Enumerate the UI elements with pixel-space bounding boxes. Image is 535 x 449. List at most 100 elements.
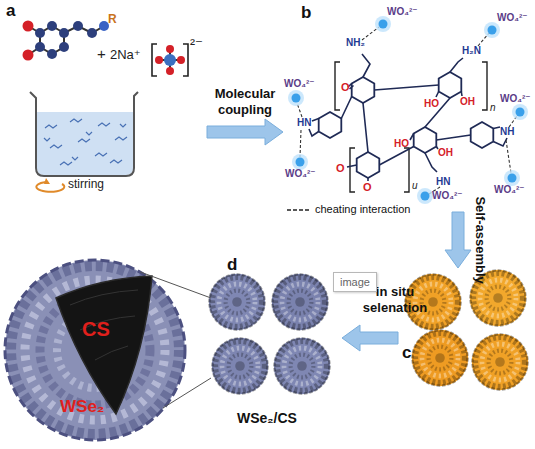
panel: c: [400, 270, 535, 398]
chem-label: stirring: [68, 178, 104, 191]
chem-label: WO₄²⁻: [494, 184, 525, 195]
panel-letter: b: [301, 4, 311, 23]
composite-sphere: [209, 274, 265, 330]
node-text: WSe₂: [60, 398, 104, 417]
tungstate-ion: [516, 108, 525, 117]
step-label: Molecular coupling: [198, 86, 292, 119]
nitrogen-atom: [99, 21, 109, 31]
chem-label: O: [363, 181, 372, 193]
chem-label: WO₄²⁻: [284, 78, 315, 89]
process-arrow: [207, 119, 283, 145]
chem-label: WO₄²⁻: [500, 93, 531, 104]
tungsten-atom: [164, 54, 176, 66]
stir-arrow: [36, 182, 64, 192]
panel: dWSe₂/CS: [205, 256, 340, 442]
composite-sphere: [212, 338, 268, 394]
tungstate-ion: [488, 26, 497, 35]
oxygen-atom: [155, 56, 163, 64]
benzene-ring: [414, 127, 437, 153]
panel: b: [285, 0, 535, 210]
chem-label: NH: [500, 126, 514, 137]
chem-label: O: [336, 162, 345, 174]
petal-ring: [11, 266, 179, 434]
tungstate-ion: [421, 192, 430, 201]
chelating-interaction: [297, 27, 517, 194]
panel: a: [0, 0, 205, 195]
chem-label: ²⁻: [190, 36, 203, 53]
step-label: Self-assembly: [471, 196, 487, 283]
legend-text: cheating interaction: [315, 203, 410, 215]
legend-dash: [287, 209, 311, 211]
chem-label: H₂N: [462, 45, 481, 56]
precursor-sphere: [472, 334, 528, 390]
repeat-bracket: [335, 62, 487, 192]
stir-arrow-head: [44, 178, 50, 184]
oxygen-atom: [177, 56, 185, 64]
node-text: CS: [82, 318, 110, 340]
carbon-atom: [35, 28, 45, 38]
oxygen-atom: [23, 50, 34, 61]
node-text: WSe₂/CS: [237, 411, 297, 426]
ion-glow: [417, 188, 433, 204]
panel: CS WSe₂: [5, 256, 193, 446]
oxygen-atom: [23, 21, 34, 32]
chem-label: O: [341, 81, 350, 93]
legend-sample: [287, 206, 311, 214]
panel-letter: a: [6, 2, 15, 21]
chem-label: WO₄²⁻: [387, 6, 418, 17]
carbon-atom: [59, 42, 69, 52]
solution: [37, 112, 133, 175]
panel-letter: d: [227, 256, 237, 275]
ion-bracket: [152, 44, 188, 76]
legend-row: cheating interaction: [287, 203, 410, 215]
tungstate-ion: [292, 94, 301, 103]
ion-glow: [292, 154, 308, 170]
ion-glow: [504, 170, 520, 186]
benzene-ring: [352, 77, 375, 103]
chem-label: HO: [424, 98, 439, 109]
chem-label: HO: [394, 138, 409, 149]
ion-glow: [484, 22, 500, 38]
carbon-atom: [35, 42, 45, 52]
panel-letter: c: [402, 344, 411, 363]
process-arrow: [445, 212, 471, 268]
benzene-ring: [357, 152, 380, 178]
chem-label: NH₂: [346, 37, 365, 48]
chem-label: OH: [438, 147, 453, 158]
benzene-ring: [439, 72, 462, 98]
carbon-atom: [59, 28, 69, 38]
chem-label: WO₄²⁻: [432, 190, 463, 201]
dissolved-molecules: [44, 119, 127, 165]
carbon-atom: [47, 49, 57, 59]
chem-label: OH: [460, 96, 475, 107]
tooltip-label: image: [333, 272, 377, 292]
chem-label: +: [97, 46, 106, 63]
carbon-atom: [73, 21, 83, 31]
carbon-atom: [47, 21, 57, 31]
chem-label: HN: [297, 117, 311, 128]
chem-label: n: [490, 102, 496, 113]
oxygen-atom: [166, 67, 174, 75]
carbon-atom: [87, 28, 97, 38]
carbon-core: [56, 276, 152, 414]
composite-sphere: [274, 338, 330, 394]
core-texture: [70, 290, 138, 360]
beaker: [30, 92, 138, 176]
ion-glow: [512, 104, 528, 120]
ion-glow: [375, 16, 391, 32]
polymer-bonds: [309, 54, 507, 181]
benzene-ring: [319, 112, 342, 138]
sphere-body: [5, 260, 185, 440]
chem-label: 2Na⁺: [110, 48, 141, 62]
oxygen-atom: [166, 45, 174, 53]
tungstate-ion: [296, 158, 305, 167]
chem-label: WO₄²⁻: [285, 168, 316, 179]
zoom-leader: [140, 272, 211, 408]
molecule-bonds: [28, 26, 104, 55]
ion-glow: [288, 90, 304, 106]
composite-sphere: [272, 274, 328, 330]
chem-label: WO₄²⁻: [497, 12, 528, 23]
chem-label: u: [412, 180, 418, 191]
